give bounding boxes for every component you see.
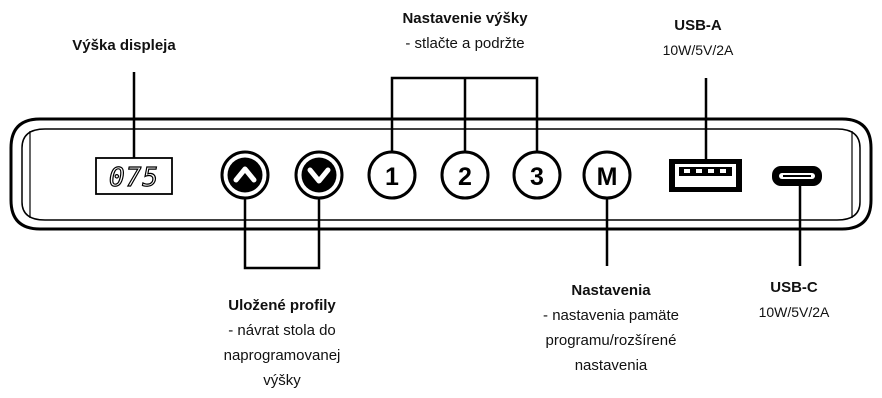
- up-arrow-icon: [233, 166, 257, 183]
- usb-a-title: USB-A: [674, 17, 722, 34]
- display-value: 075: [109, 163, 159, 193]
- usb-a-port-icon: [669, 159, 742, 192]
- down-button[interactable]: [294, 150, 344, 200]
- preset-2-button[interactable]: 2: [440, 150, 490, 200]
- preset-3-button[interactable]: 3: [512, 150, 562, 200]
- usb-c-label: USB-C 10W/5V/2A: [759, 276, 830, 324]
- usb-a-label: USB-A 10W/5V/2A: [663, 14, 734, 62]
- usb-a-spec: 10W/5V/2A: [662, 42, 734, 58]
- leader-height-setting: [390, 76, 539, 152]
- display-window: [95, 157, 173, 195]
- height-setting-label: Nastavenie výšky - stlačte a podržte: [402, 8, 527, 54]
- display-height-label: Výška displeja: [72, 35, 175, 56]
- settings-title: Nastavenia: [571, 282, 651, 299]
- settings-label: Nastavenia - nastavenia pamäte programu/…: [543, 278, 679, 378]
- settings-line3: nastavenia: [574, 357, 648, 374]
- saved-profiles-line1: - návrat stola do: [228, 322, 336, 339]
- preset-1-label: 1: [385, 163, 399, 191]
- saved-profiles-line3: výšky: [263, 372, 301, 389]
- usb-c-spec: 10W/5V/2A: [758, 304, 830, 320]
- preset-3-label: 3: [530, 163, 544, 191]
- height-setting-title: Nastavenie výšky: [402, 10, 528, 27]
- height-setting-desc: - stlačte a podržte: [405, 35, 525, 52]
- display-height-title: Výška displeja: [72, 37, 176, 54]
- usb-c-title: USB-C: [770, 279, 818, 296]
- saved-profiles-title: Uložené profily: [228, 297, 336, 314]
- panel-outer-frame: [9, 117, 873, 231]
- down-arrow-icon: [307, 167, 331, 184]
- preset-2-label: 2: [458, 163, 472, 191]
- settings-line1: - nastavenia pamäte: [543, 307, 679, 324]
- saved-profiles-line2: naprogramovanej: [223, 347, 341, 364]
- memory-button[interactable]: M: [582, 150, 632, 200]
- up-button[interactable]: [220, 150, 270, 200]
- usb-c-port-icon: [772, 166, 822, 186]
- leader-saved-profiles: [243, 198, 321, 270]
- preset-1-button[interactable]: 1: [367, 150, 417, 200]
- memory-label: M: [597, 163, 618, 191]
- saved-profiles-label: Uložené profily - návrat stola do naprog…: [224, 293, 341, 393]
- settings-line2: programu/rozšírené: [545, 332, 677, 349]
